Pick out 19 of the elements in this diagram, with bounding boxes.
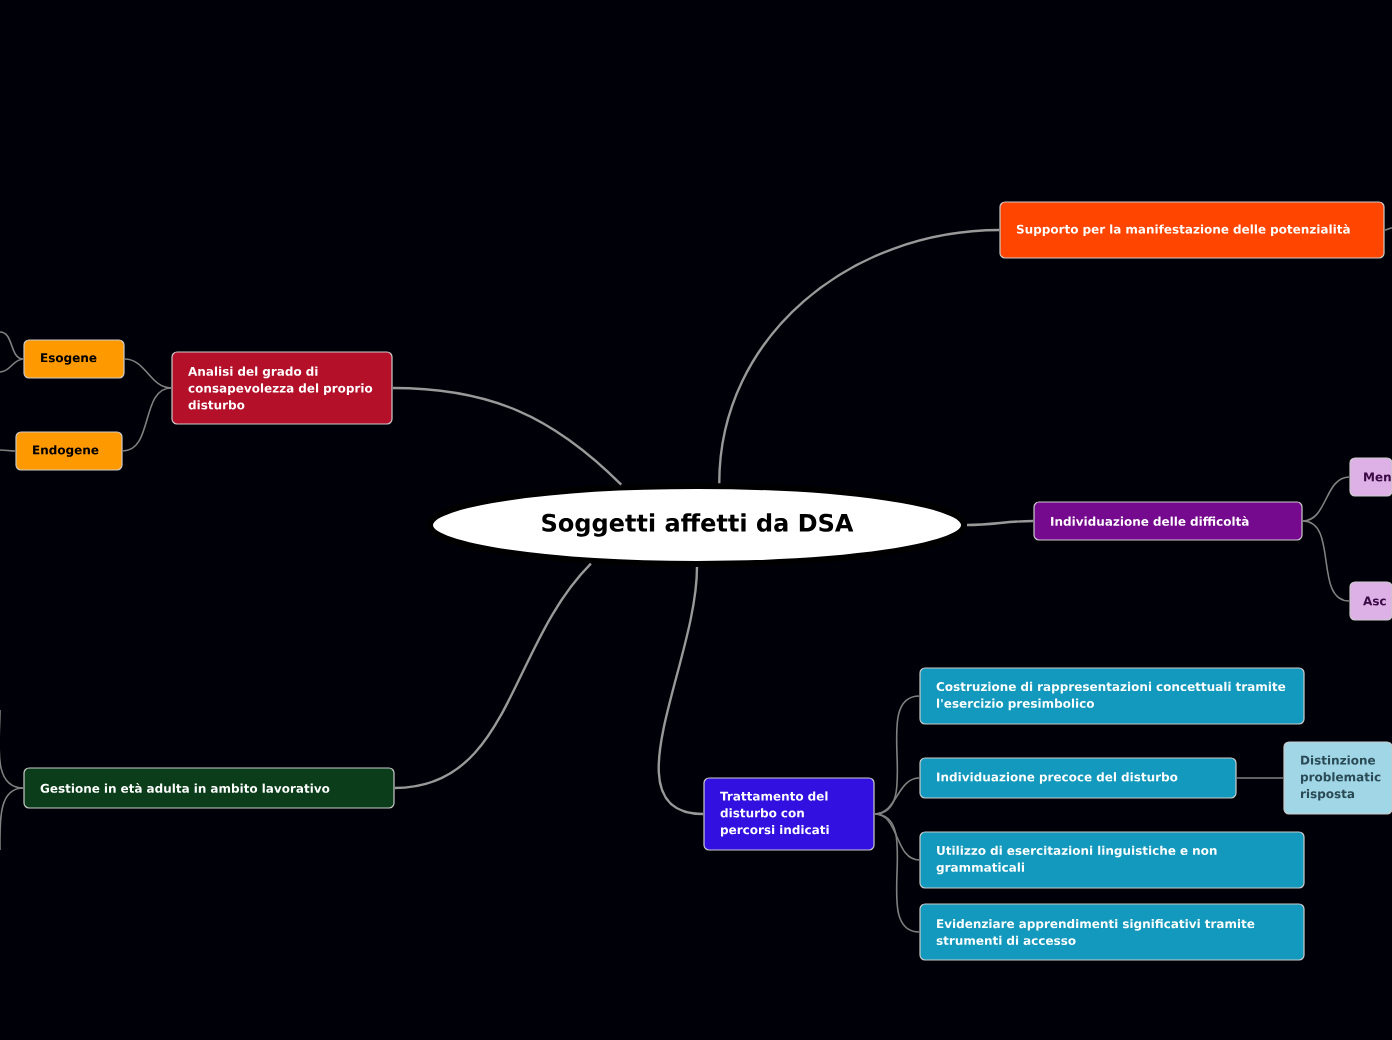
connector bbox=[1383, 227, 1392, 231]
connector bbox=[1235, 777, 1285, 779]
connector bbox=[1301, 476, 1351, 522]
connector bbox=[0, 709, 25, 789]
connector bbox=[0, 358, 25, 373]
connector bbox=[873, 813, 921, 861]
connector bbox=[394, 562, 592, 790]
connector bbox=[657, 566, 704, 816]
connector bbox=[392, 386, 623, 486]
connector bbox=[0, 787, 25, 851]
connector bbox=[0, 449, 17, 452]
connector bbox=[123, 358, 173, 389]
connector bbox=[873, 813, 921, 933]
connector bbox=[967, 519, 1034, 527]
connector bbox=[718, 228, 1000, 484]
connector bbox=[1301, 520, 1351, 602]
connector bbox=[121, 387, 173, 452]
connector bbox=[873, 777, 921, 815]
connector bbox=[0, 331, 25, 360]
